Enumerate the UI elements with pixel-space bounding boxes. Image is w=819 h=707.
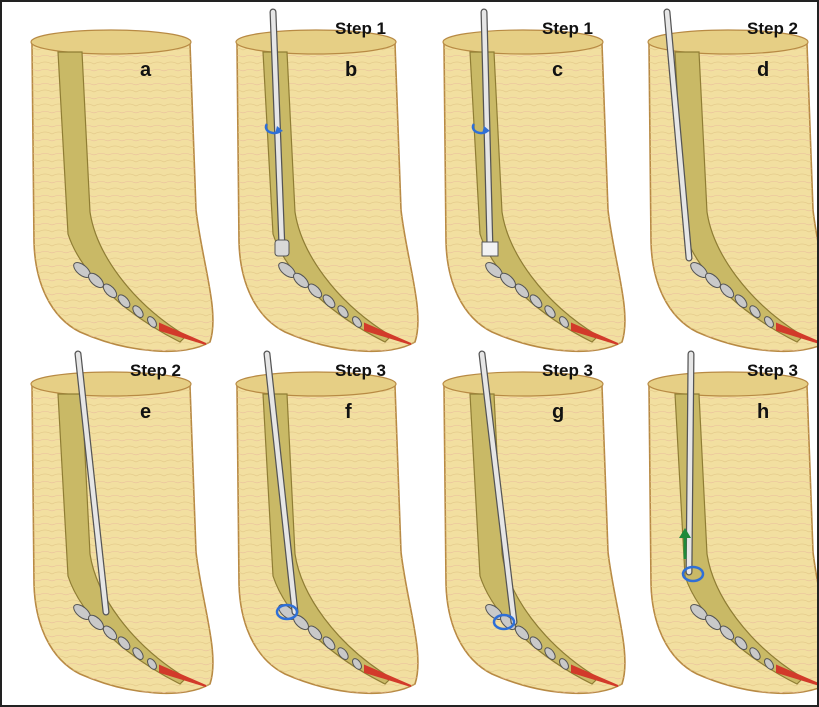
panel-h: h Step 3 bbox=[648, 354, 817, 693]
panel-letter-h: h bbox=[757, 401, 769, 423]
microtube-tip bbox=[482, 242, 498, 256]
step-label: Step 1 bbox=[542, 19, 593, 38]
step-label: Step 1 bbox=[335, 19, 386, 38]
panel-letter-c: c bbox=[552, 59, 563, 81]
panel-g: g Step 3 bbox=[443, 354, 625, 693]
panel-c: c Step 1 bbox=[443, 12, 625, 351]
panel-b: b Step 1 bbox=[236, 12, 418, 351]
panel-d: d Step 2 bbox=[648, 12, 817, 351]
panel-letter-e: e bbox=[140, 401, 151, 423]
trephine-tip bbox=[275, 240, 289, 256]
panel-letter-f: f bbox=[345, 401, 352, 423]
step-label: Step 3 bbox=[747, 361, 798, 380]
panel-letter-a: a bbox=[140, 59, 152, 81]
step-label: Step 2 bbox=[747, 19, 798, 38]
instrument-shaft bbox=[689, 354, 691, 572]
panel-e: e Step 2 bbox=[31, 354, 213, 693]
panel-letter-d: d bbox=[757, 59, 769, 81]
tooth-crown-top bbox=[31, 30, 191, 54]
panel-a: a bbox=[31, 30, 213, 351]
step-label: Step 3 bbox=[542, 361, 593, 380]
panel-letter-b: b bbox=[345, 59, 357, 81]
step-label: Step 3 bbox=[335, 361, 386, 380]
tooth-texture bbox=[649, 376, 817, 694]
step-label: Step 2 bbox=[130, 361, 181, 380]
panel-f: f Step 3 bbox=[236, 354, 418, 693]
panel-letter-g: g bbox=[552, 401, 564, 423]
